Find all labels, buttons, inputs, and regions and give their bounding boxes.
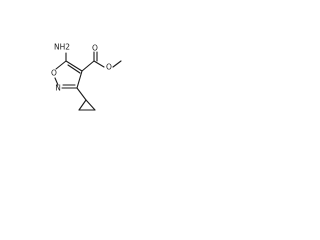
bond-c5-c4-inner bbox=[67, 64, 81, 74]
bond-cyclopropyl-a bbox=[78, 99, 87, 111]
ring-oxygen-label: O bbox=[51, 69, 57, 78]
bond-ester-o-methyl bbox=[112, 60, 122, 68]
chemical-structure-drawing: NH2 O N O O bbox=[51, 43, 122, 111]
amine-label: NH2 bbox=[54, 43, 70, 52]
bond-c4-c3 bbox=[76, 70, 83, 89]
isoxazole-ring bbox=[54, 60, 83, 89]
bond-c5-c4-double bbox=[65, 60, 83, 72]
bond-carbonyl-ester-o bbox=[93, 60, 105, 68]
bond-c3-cyclopropyl bbox=[76, 87, 87, 101]
bond-cyclopropyl-b bbox=[85, 99, 96, 111]
cyclopropyl-substituent bbox=[76, 87, 96, 111]
bond-o-c5 bbox=[55, 60, 67, 70]
ester-oxygen-label: O bbox=[106, 63, 112, 72]
methyl-ester-substituent bbox=[81, 51, 122, 72]
bond-n-o bbox=[54, 77, 59, 86]
ring-nitrogen-label: N bbox=[55, 84, 61, 93]
bond-c4-carbonyl bbox=[81, 60, 95, 72]
carbonyl-oxygen-label: O bbox=[92, 44, 98, 53]
